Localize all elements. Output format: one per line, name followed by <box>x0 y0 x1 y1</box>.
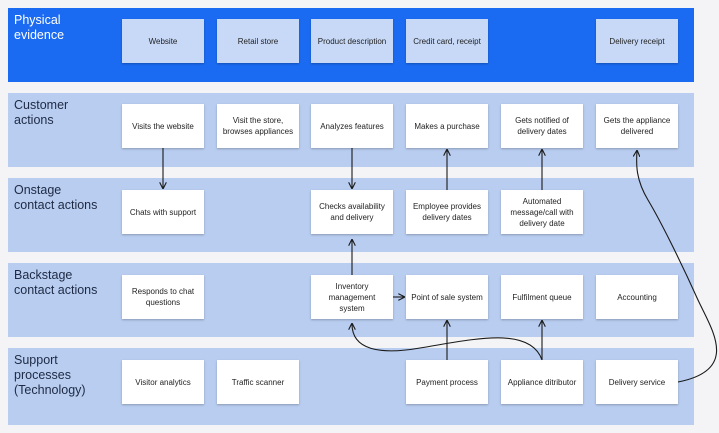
card-point-of-sale[interactable]: Point of sale system <box>406 275 488 319</box>
card-delivery-service[interactable]: Delivery service <box>596 360 678 404</box>
lane-support-processes: Support processes (Technology) <box>8 348 694 425</box>
card-analyzes-features[interactable]: Analyzes features <box>311 104 393 148</box>
card-payment-process[interactable]: Payment process <box>406 360 488 404</box>
card-visit-store[interactable]: Visit the store, browses appliances <box>217 104 299 148</box>
card-appliance-delivered[interactable]: Gets the appliance delivered <box>596 104 678 148</box>
card-chats-support[interactable]: Chats with support <box>122 190 204 234</box>
card-fulfilment-queue[interactable]: Fulfilment queue <box>501 275 583 319</box>
card-employee-dates[interactable]: Employee provides delivery dates <box>406 190 488 234</box>
lane-label-onstage-actions: Onstage contact actions <box>14 183 98 212</box>
card-product-description[interactable]: Product description <box>311 19 393 63</box>
lane-label-customer-actions: Customer actions <box>14 98 69 127</box>
card-appliance-distributor[interactable]: Appliance ditributor <box>501 360 583 404</box>
card-delivery-receipt[interactable]: Delivery receipt <box>596 19 678 63</box>
card-notified-delivery[interactable]: Gets notified of delivery dates <box>501 104 583 148</box>
card-retail-store[interactable]: Retail store <box>217 19 299 63</box>
card-accounting[interactable]: Accounting <box>596 275 678 319</box>
lane-label-support-processes: Support processes (Technology) <box>14 353 86 397</box>
card-inventory-system[interactable]: Inventory management system <box>311 275 393 319</box>
card-makes-purchase[interactable]: Makes a purchase <box>406 104 488 148</box>
card-responds-chat[interactable]: Responds to chat questions <box>122 275 204 319</box>
card-traffic-scanner[interactable]: Traffic scanner <box>217 360 299 404</box>
card-automated-message[interactable]: Automated message/call with delivery dat… <box>501 190 583 234</box>
lane-label-physical-evidence: Physical evidence <box>14 13 65 42</box>
card-credit-card-receipt[interactable]: Credit card, receipt <box>406 19 488 63</box>
card-visitor-analytics[interactable]: Visitor analytics <box>122 360 204 404</box>
card-visits-website[interactable]: Visits the website <box>122 104 204 148</box>
lane-label-backstage-actions: Backstage contact actions <box>14 268 98 297</box>
card-website[interactable]: Website <box>122 19 204 63</box>
card-checks-availability[interactable]: Checks availability and delivery <box>311 190 393 234</box>
